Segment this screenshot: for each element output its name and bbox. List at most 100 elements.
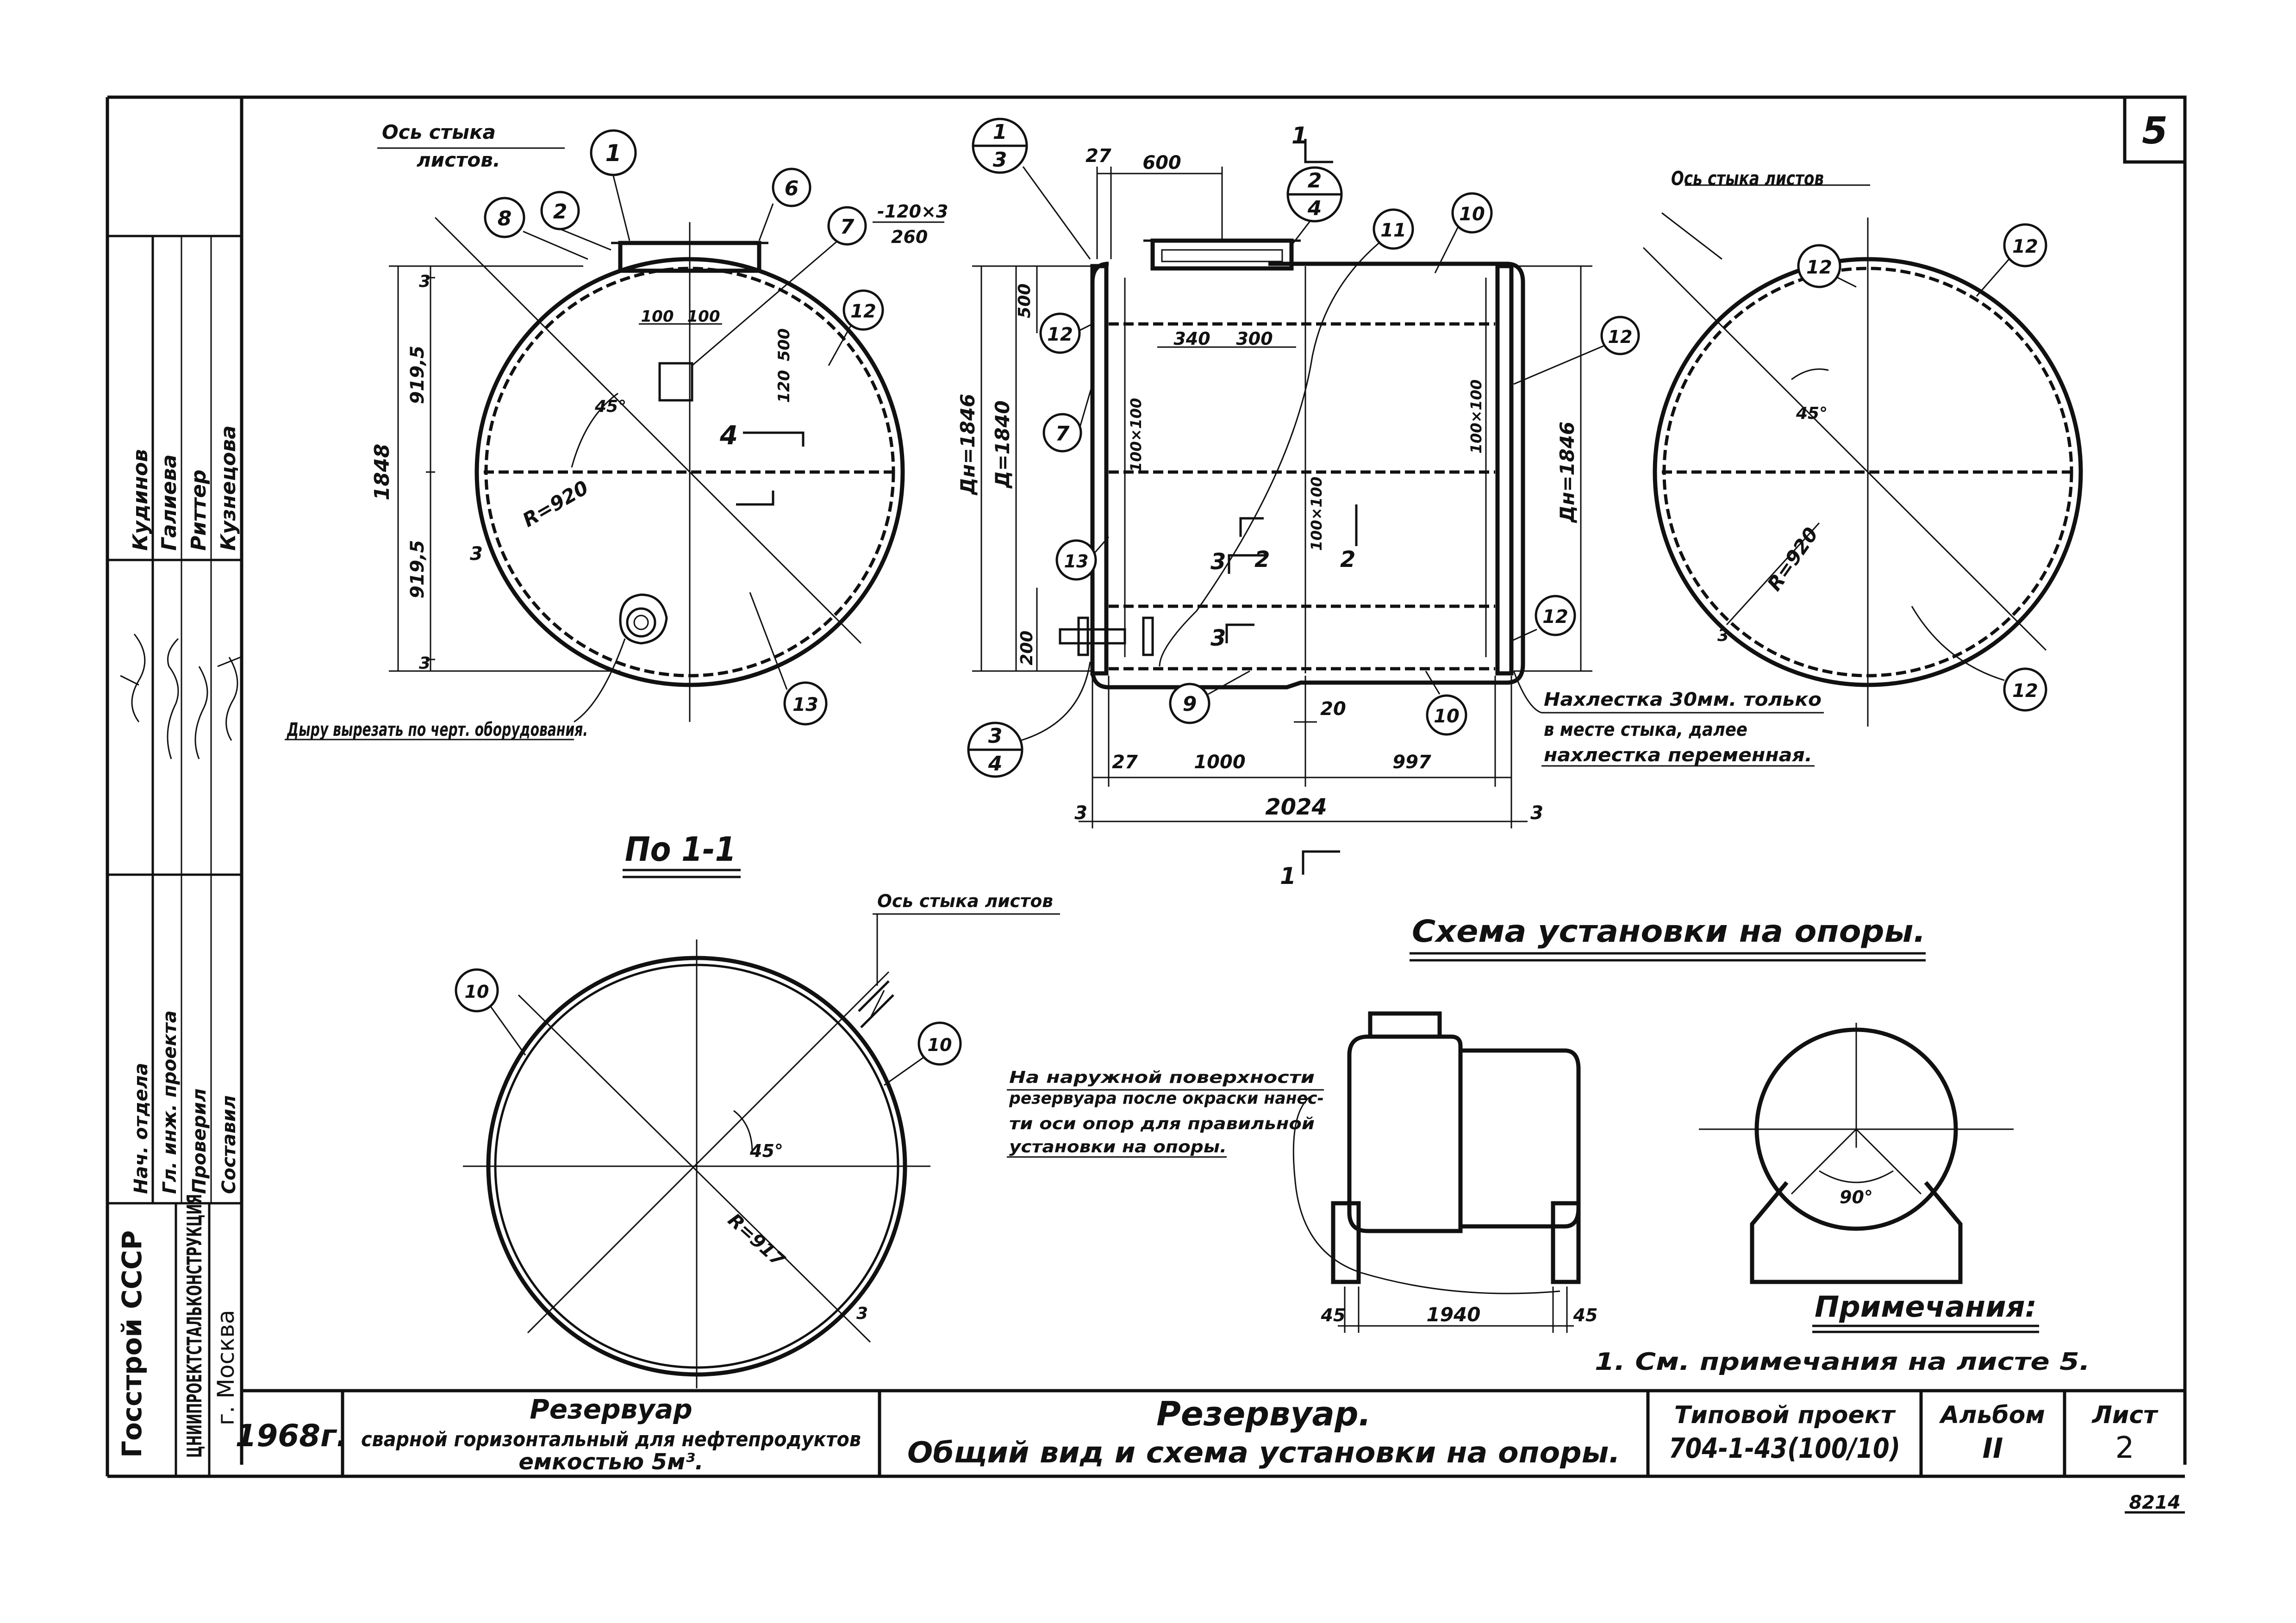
sv-detail-2-num: 2 [1308,169,1322,193]
lv-w100a: 100 [641,307,674,326]
sv-note-lap-1: Нахлестка 30мм. только [1544,689,1822,710]
signatures [120,634,241,759]
lv-w100b: 100 [687,307,720,326]
name-galieva: Галиева [157,454,181,551]
lv-plate-len: 260 [891,227,928,247]
sv-h500: 500 [1015,283,1034,318]
rv-angle: 45° [1796,404,1828,423]
sv-detail-3-num: 3 [988,724,1003,748]
support-dim-45b: 45 [1573,1305,1598,1325]
sec-callout-10-right: 10 [928,1035,952,1055]
title-block: 1968г. Резервуар сварной горизонтальный … [235,1391,2185,1514]
sv-callout-7: 7 [1055,422,1070,446]
lv-total-height: 1848 [370,444,394,500]
lv-h120: 120 [775,370,793,403]
rv-callouts: 12 12 12 [1797,223,2047,712]
support-dim-1940: 1940 [1427,1303,1481,1326]
sv-section-marker-bottom: 1 [1280,863,1296,889]
lv-edge-top: 3 [419,272,430,291]
sv-d-outer-left: Дн=1846 [956,394,979,496]
sv-detail-bubbles: 1 3 2 4 3 4 [967,118,1343,778]
sv-rib-b: 100×100 [1308,477,1325,551]
lv-radius: R=920 [519,476,593,532]
sv-top600: 600 [1142,152,1181,174]
sv-note-lap-2: в месте стыка, далее [1544,719,1747,740]
sv-callout-10-top: 10 [1459,204,1485,225]
sv-w300: 300 [1236,329,1273,349]
lv-callout-13: 13 [792,694,818,715]
sv-bot997: 997 [1392,752,1431,773]
org-tsniiproekt: ЦНИИПРОЕКТСТАЛЬКОНСТРУКЦИЯ [183,1194,206,1458]
sv-detail-1-num: 1 [993,120,1007,144]
sv-bot27: 27 [1112,752,1138,773]
sec-edge: 3 [856,1304,868,1323]
sv-callouts: 7 9 10 11 12 12 12 13 10 [1039,192,1640,736]
title-object: Резервуар [530,1393,693,1425]
sv-w340: 340 [1173,329,1210,349]
lv-h500: 500 [775,329,793,361]
lv-note-hole: Дыру вырезать по черт. оборудования. [287,719,588,740]
rv-radius: R=920 [1763,523,1822,595]
sec-angle: 45° [749,1141,783,1161]
sv-edge-l: 3 [1074,802,1087,824]
sv-gap20: 20 [1320,698,1346,720]
sv-callout-9: 9 [1183,692,1197,716]
rv-callout-12-top: 12 [2012,236,2038,257]
org-city: г. Москва [212,1310,239,1425]
sec-radius: R=917 [724,1209,789,1271]
sv-sec3-b: 3 [1210,625,1226,651]
lv-callout-12: 12 [850,301,876,322]
lv-callout-2: 2 [553,200,568,224]
sv-h200: 200 [1017,630,1036,665]
title-object-sub2: емкостью 5м³. [518,1449,703,1475]
drawing-frame: 5 [106,95,2187,1478]
lv-callout-7: 7 [840,215,855,239]
album-value: II [1983,1432,2003,1465]
title-object-sub1: сварной горизонтальный для нефтепродукто… [361,1428,861,1451]
sheet-value: 2 [2115,1431,2134,1465]
sv-d-outer-right: Дн=1846 [1556,422,1578,524]
rv-edge: 3 [1717,626,1729,645]
project-number: 704-1-43(100/10) [1669,1432,1900,1465]
section-title: По 1-1 [625,830,736,869]
notes-title: Примечания: [1815,1290,2037,1324]
support-dim-45a: 45 [1321,1305,1346,1325]
rv-callout-12-bottom: 12 [2012,680,2038,702]
end-view-right [1642,212,2083,727]
sv-callout-10-bottom: 10 [1434,706,1460,727]
notes-item-1: 1. См. примечания на листе 5. [1595,1348,2090,1376]
sv-detail-2-sheet: 4 [1307,197,1322,220]
lv-plate: -120×3 [877,201,948,222]
name-kuznetsova: Кузнецова [217,425,240,551]
sv-callout-12-bottom: 12 [1542,606,1568,628]
sv-rib-c: 100×100 [1467,379,1485,454]
lv-callout-8: 8 [498,207,512,230]
album-label: Альбом [1939,1401,2045,1429]
role-checked: Проверил [189,1088,210,1194]
lv-upper-half: 919,5 [407,346,428,404]
role-head-of-dept: Нач. отдела [131,1063,152,1194]
org-gosstroy: Госстрой СССР [116,1230,148,1458]
sv-total: 2024 [1265,794,1327,820]
title-sheet: Резервуар. [1156,1394,1371,1433]
sv-bot1000: 1000 [1194,752,1245,773]
sv-sec2-b: 2 [1340,547,1355,572]
side-view [972,139,1592,875]
sheet-label: Лист [2091,1401,2159,1429]
sv-callout-12-left: 12 [1047,324,1073,345]
title-sheet-sub: Общий вид и схема установки на опоры. [907,1436,1620,1469]
role-drawn: Составил [218,1095,240,1194]
sec-note-axis: Ось стыка листов [877,891,1053,911]
support-angle: 90° [1840,1187,1873,1207]
title-year: 1968г. [235,1418,348,1454]
support-side-scheme [1331,1011,1581,1333]
lv-angle: 45° [594,397,626,416]
sv-sec2-a: 2 [1254,547,1270,572]
sv-rib-a: 100×100 [1127,398,1145,472]
sv-d-inner: Д=1840 [991,400,1014,489]
rv-note-axis: Ось стыка листов [1671,167,1824,190]
sv-callout-11: 11 [1380,220,1406,241]
sv-section-marker-top: 1 [1292,122,1308,149]
sv-callout-13: 13 [1064,551,1089,572]
project-label: Типовой проект [1674,1401,1896,1429]
